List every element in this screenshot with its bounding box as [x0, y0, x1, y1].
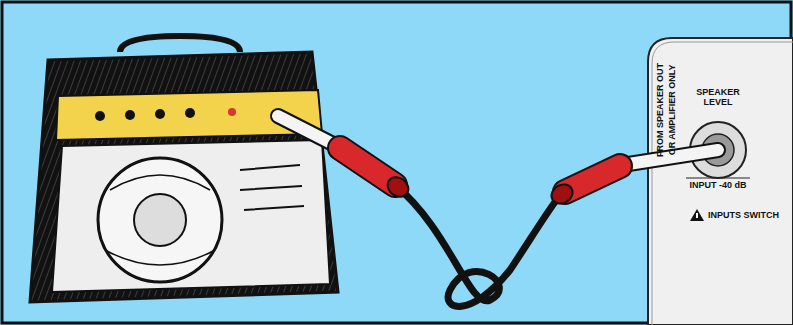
panel-note: OR AMPLIFIER ONLY: [668, 65, 678, 156]
jack-label: SPEAKER LEVEL: [692, 88, 744, 108]
jack-level: INPUT -40 dB: [689, 181, 746, 191]
device-panel: [648, 38, 793, 325]
instrument-cable: [278, 116, 718, 306]
panel-note: FROM SPEAKER OUT: [656, 63, 666, 157]
warning-triangle: [690, 209, 704, 221]
guitar-amp: [30, 36, 338, 302]
warning-text: INPUTS SWITCH: [708, 211, 779, 221]
